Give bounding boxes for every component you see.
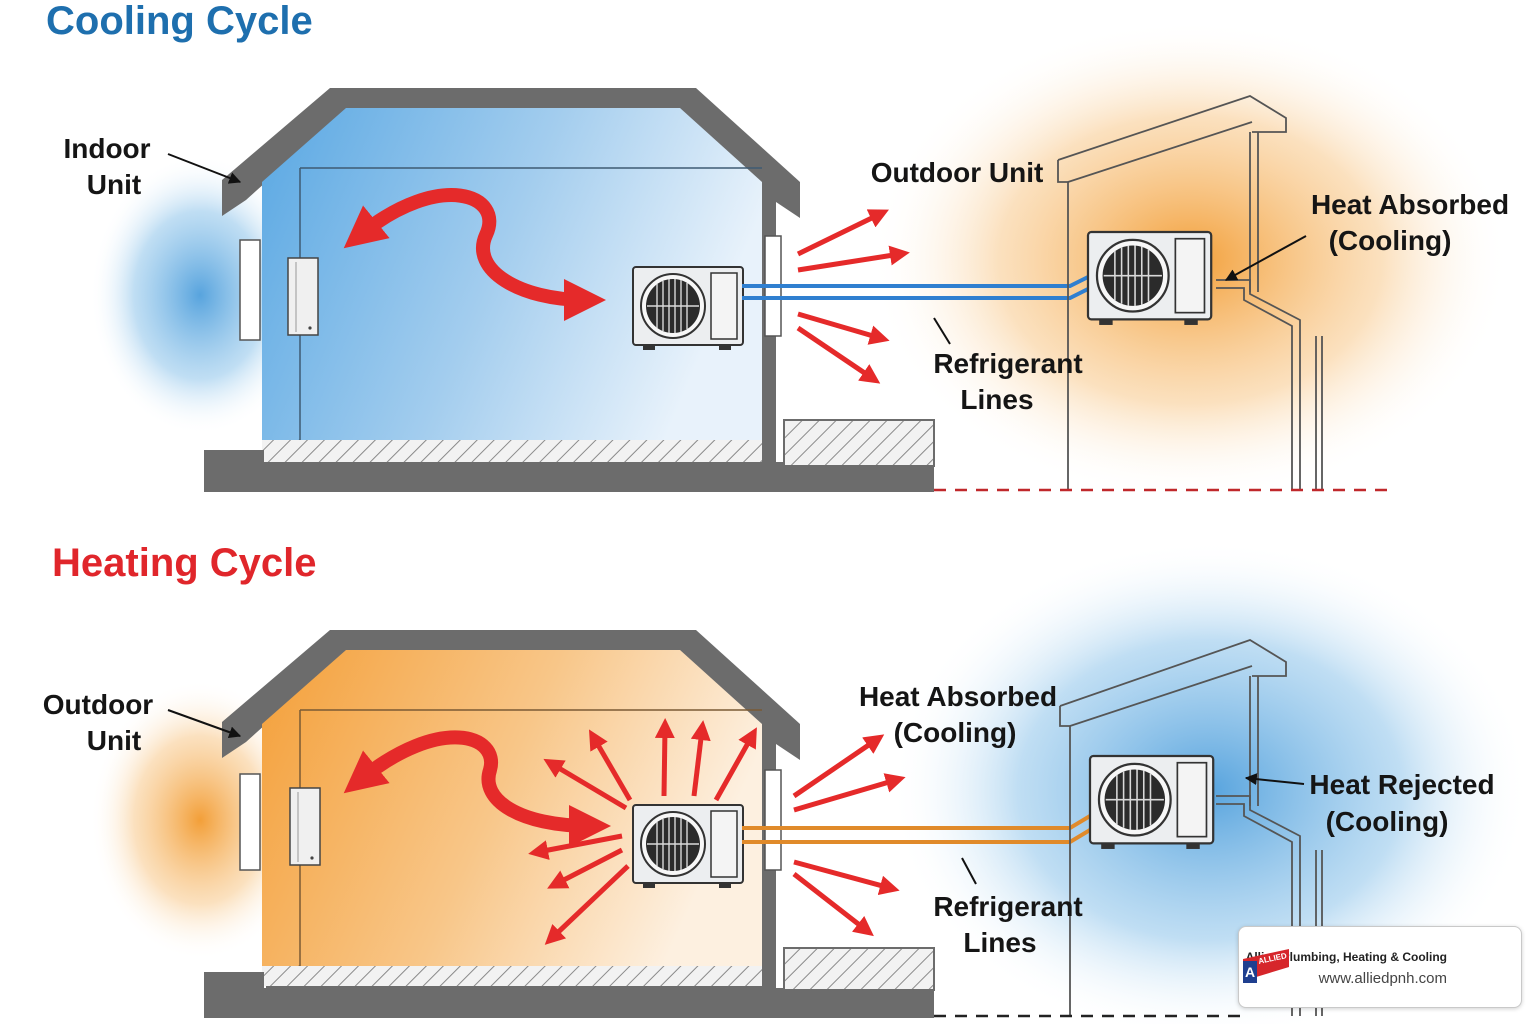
indoor-unit-icon bbox=[287, 257, 319, 336]
heat-absorbed-label: Heat Absorbed bbox=[859, 681, 1057, 712]
outdoor-unit-icon bbox=[1086, 230, 1213, 327]
outdoor-unit-icon bbox=[1088, 754, 1215, 851]
refrigerant-label: Refrigerant bbox=[933, 348, 1082, 379]
indoor-unit-label: Indoor bbox=[63, 133, 150, 164]
brand-url-link[interactable]: www.alliedpnh.com bbox=[1318, 970, 1447, 987]
outdoor-unit-icon bbox=[632, 266, 744, 351]
heat-absorbed-label-2: (Cooling) bbox=[894, 717, 1017, 748]
pointer-refrigerant bbox=[961, 857, 977, 885]
outdoor-unit-label-2: Unit bbox=[87, 725, 141, 756]
heat-flow-arrow-icon bbox=[343, 730, 611, 847]
heat-out-arrows bbox=[796, 209, 910, 384]
indoor-unit-label-2: Unit bbox=[87, 169, 141, 200]
pointer-heat-rejected bbox=[1244, 773, 1305, 786]
outdoor-unit-label: Outdoor Unit bbox=[871, 157, 1044, 188]
cooling-title: Cooling Cycle bbox=[46, 0, 313, 43]
pointer-refrigerant bbox=[933, 317, 951, 345]
indoor-unit-icon bbox=[289, 787, 321, 866]
brand-name: Allied Plumbing, Heating & Cooling bbox=[1245, 950, 1447, 964]
outdoor-unit-label: Outdoor bbox=[43, 689, 154, 720]
allied-logo-icon: A ALLIED bbox=[1243, 949, 1289, 983]
pointer-heat-absorbed bbox=[1224, 235, 1307, 281]
heating-title: Heating Cycle bbox=[52, 541, 317, 585]
heat-out-arrows bbox=[792, 734, 906, 937]
heat-rejected-label: Heat Rejected bbox=[1309, 769, 1494, 800]
svg-text:A: A bbox=[1245, 964, 1255, 980]
heat-rejected-label-2: (Cooling) bbox=[1326, 806, 1449, 837]
heat-absorbed-label-2: (Cooling) bbox=[1329, 225, 1452, 256]
outdoor-unit-icon bbox=[632, 804, 744, 889]
heat-absorbed-label: Heat Absorbed bbox=[1311, 189, 1509, 220]
warm-glow-left bbox=[90, 680, 310, 960]
brand-badge[interactable]: Allied Plumbing, Heating & Cooling www.a… bbox=[1238, 926, 1522, 1008]
refrigerant-line-icon bbox=[742, 274, 1091, 300]
refrigerant-label-2: Lines bbox=[963, 927, 1036, 958]
pointer-indoor bbox=[167, 153, 242, 184]
cool-glow-left bbox=[90, 155, 310, 435]
pointer-outdoor bbox=[167, 709, 242, 738]
heat-flow-arrow-icon bbox=[343, 188, 606, 321]
refrigerant-label-2: Lines bbox=[960, 384, 1033, 415]
building-outdoor-cooling bbox=[1057, 95, 1323, 490]
heat-radiate-arrows bbox=[528, 718, 757, 945]
refrigerant-label: Refrigerant bbox=[933, 891, 1082, 922]
